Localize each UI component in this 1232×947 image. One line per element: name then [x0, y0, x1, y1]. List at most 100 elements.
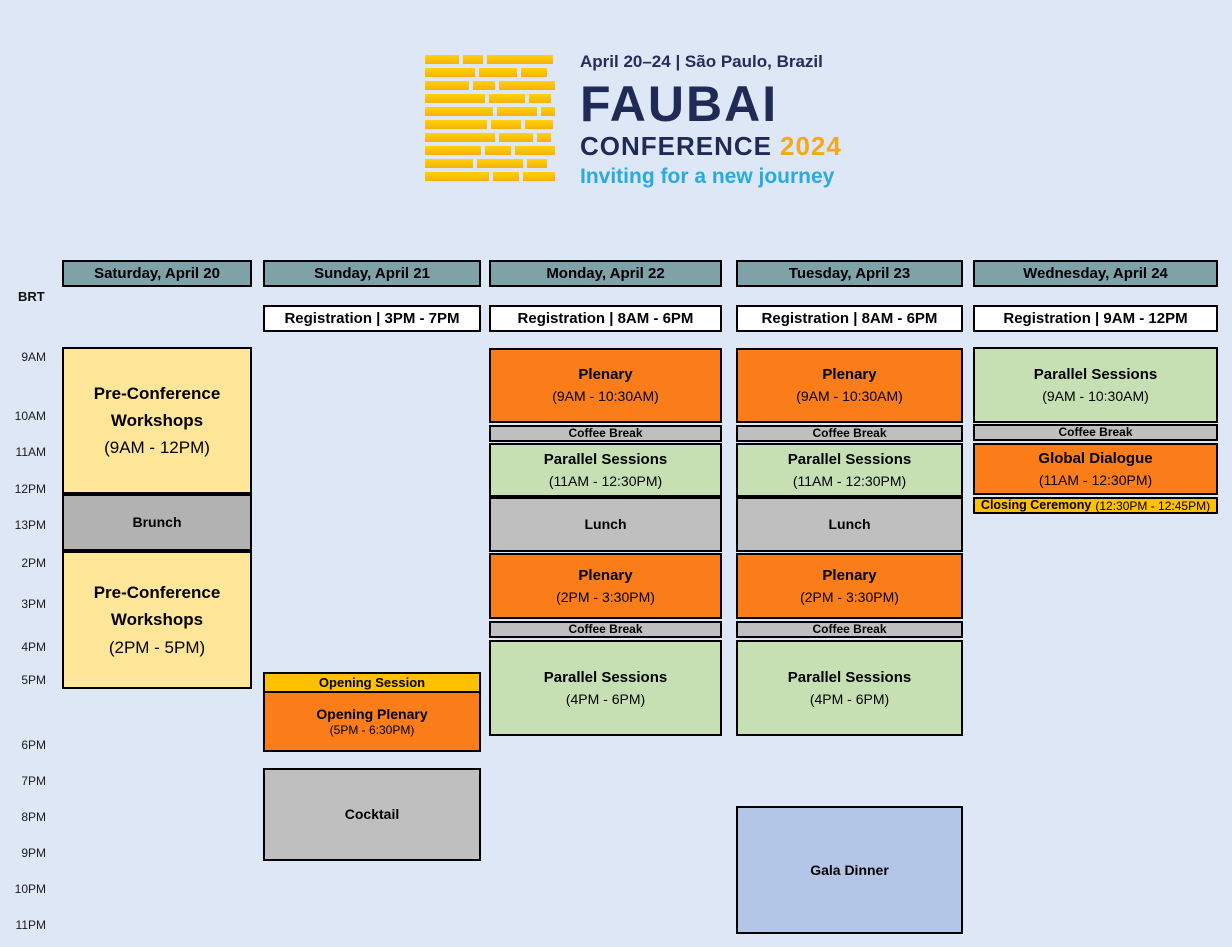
event-monday-coffee-pm: Coffee Break — [489, 621, 722, 638]
event-title: Lunch — [584, 516, 627, 533]
event-title: Closing Ceremony — [980, 498, 1092, 513]
event-monday-parallel-pm: Parallel Sessions (4PM - 6PM) — [489, 640, 722, 736]
event-saturday-workshops-pm: Pre-Conference Workshops (2PM - 5PM) — [62, 551, 252, 689]
time-label-3pm: 3PM — [21, 597, 46, 611]
event-time: (2PM - 3:30PM) — [800, 588, 899, 605]
event-title: Parallel Sessions — [543, 668, 668, 686]
event-tuesday-parallel-pm: Parallel Sessions (4PM - 6PM) — [736, 640, 963, 736]
event-title: Coffee Break — [568, 622, 643, 637]
event-title: Plenary — [822, 566, 877, 584]
time-label-9am: 9AM — [21, 350, 46, 364]
event-title: Coffee Break — [812, 622, 887, 637]
registration-monday: Registration | 8AM - 6PM — [489, 305, 722, 332]
time-label-11pm: 11PM — [15, 918, 46, 932]
time-label-7pm: 7PM — [21, 774, 46, 788]
registration-tuesday: Registration | 8AM - 6PM — [736, 305, 963, 332]
logo-bars-icon — [425, 55, 555, 181]
event-time: (9AM - 10:30AM) — [796, 388, 903, 405]
event-tuesday-coffee-am: Coffee Break — [736, 425, 963, 442]
event-saturday-brunch: Brunch — [62, 494, 252, 551]
event-title: Pre-Conference Workshops — [93, 383, 221, 430]
event-title: Cocktail — [344, 806, 400, 823]
time-label-11am: 11AM — [15, 445, 46, 459]
event-monday-parallel-am: Parallel Sessions (11AM - 12:30PM) — [489, 443, 722, 497]
event-time: (12:30PM - 12:45PM) — [1095, 498, 1211, 513]
logo-conference-word: CONFERENCE — [580, 131, 773, 161]
logo-dates-location: April 20–24 | São Paulo, Brazil — [580, 52, 840, 72]
event-monday-plenary-pm: Plenary (2PM - 3:30PM) — [489, 553, 722, 619]
event-title: Coffee Break — [568, 426, 643, 441]
event-title: Plenary — [578, 566, 633, 584]
event-time: (5PM - 6:30PM) — [329, 722, 415, 737]
event-title: Plenary — [578, 366, 633, 384]
event-time: (2PM - 5PM) — [108, 637, 206, 657]
event-title: Parallel Sessions — [543, 450, 668, 468]
event-title: Plenary — [822, 366, 877, 384]
event-sunday-opening-session: Opening Session — [265, 674, 479, 693]
event-monday-lunch: Lunch — [489, 497, 722, 552]
registration-sunday: Registration | 3PM - 7PM — [263, 305, 481, 332]
event-wednesday-coffee: Coffee Break — [973, 424, 1218, 441]
event-time: (11AM - 12:30PM) — [548, 472, 663, 489]
day-header-wednesday: Wednesday, April 24 — [973, 260, 1218, 287]
event-title: Opening Session — [318, 675, 426, 690]
event-tuesday-coffee-pm: Coffee Break — [736, 621, 963, 638]
event-title: Coffee Break — [1058, 425, 1133, 440]
time-label-5pm: 5PM — [21, 673, 46, 687]
time-label-8pm: 8PM — [21, 810, 46, 824]
logo-year: 2024 — [780, 131, 842, 161]
event-title: Opening Plenary — [316, 705, 428, 722]
event-tuesday-gala-dinner: Gala Dinner — [736, 806, 963, 934]
event-time: (11AM - 12:30PM) — [1038, 471, 1153, 488]
time-label-10pm: 10PM — [14, 882, 46, 896]
event-time: (11AM - 12:30PM) — [792, 472, 907, 489]
registration-wednesday: Registration | 9AM - 12PM — [973, 305, 1218, 332]
event-tuesday-plenary-pm: Plenary (2PM - 3:30PM) — [736, 553, 963, 619]
event-tuesday-parallel-am: Parallel Sessions (11AM - 12:30PM) — [736, 443, 963, 497]
event-time: (9AM - 10:30AM) — [1042, 387, 1149, 404]
event-sunday-opening-plenary: Opening Plenary (5PM - 6:30PM) — [265, 693, 479, 750]
time-label-4pm: 4PM — [21, 640, 46, 654]
event-time: (9AM - 12PM) — [104, 438, 210, 458]
time-label-12pm: 12PM — [14, 482, 46, 496]
time-label-13pm: 13PM — [14, 518, 46, 532]
event-time: (4PM - 6PM) — [809, 690, 890, 707]
timezone-label: BRT — [18, 289, 45, 304]
day-header-saturday: Saturday, April 20 — [62, 260, 252, 287]
event-title: Lunch — [828, 516, 871, 533]
logo-location: | São Paulo, Brazil — [670, 52, 823, 71]
event-title: Brunch — [132, 514, 182, 531]
time-label-2pm: 2PM — [21, 556, 46, 570]
event-monday-coffee-am: Coffee Break — [489, 425, 722, 442]
logo-brand: FAUBAI — [580, 76, 779, 132]
event-title: Pre-Conference Workshops — [93, 583, 221, 630]
event-saturday-workshops-am: Pre-Conference Workshops (9AM - 12PM) — [62, 347, 252, 494]
event-title: Coffee Break — [812, 426, 887, 441]
event-title: Gala Dinner — [810, 861, 889, 878]
event-monday-plenary-am: Plenary (9AM - 10:30AM) — [489, 348, 722, 423]
event-sunday-cocktail: Cocktail — [263, 768, 481, 861]
event-wednesday-global-dialogue: Global Dialogue (11AM - 12:30PM) — [973, 443, 1218, 495]
event-time: (2PM - 3:30PM) — [556, 588, 655, 605]
conference-logo: April 20–24 | São Paulo, Brazil FAUBAI C… — [580, 52, 842, 189]
event-title: Parallel Sessions — [787, 450, 912, 468]
day-header-sunday: Sunday, April 21 — [263, 260, 481, 287]
time-label-10am: 10AM — [14, 409, 46, 423]
event-wednesday-parallel-am: Parallel Sessions (9AM - 10:30AM) — [973, 347, 1218, 423]
event-sunday-opening: Opening Session Opening Plenary (5PM - 6… — [263, 672, 481, 752]
logo-dates: April 20–24 — [580, 52, 671, 71]
day-header-monday: Monday, April 22 — [489, 260, 722, 287]
day-header-tuesday: Tuesday, April 23 — [736, 260, 963, 287]
event-tuesday-plenary-am: Plenary (9AM - 10:30AM) — [736, 348, 963, 423]
time-label-9pm: 9PM — [21, 846, 46, 860]
event-wednesday-closing-ceremony: Closing Ceremony (12:30PM - 12:45PM) — [973, 497, 1218, 514]
event-title: Parallel Sessions — [1033, 365, 1158, 383]
logo-slogan: Inviting for a new journey — [580, 165, 835, 188]
event-time: (4PM - 6PM) — [565, 690, 646, 707]
event-time: (9AM - 10:30AM) — [552, 388, 659, 405]
event-tuesday-lunch: Lunch — [736, 497, 963, 552]
event-title: Global Dialogue — [1038, 449, 1153, 467]
time-label-6pm: 6PM — [21, 738, 46, 752]
